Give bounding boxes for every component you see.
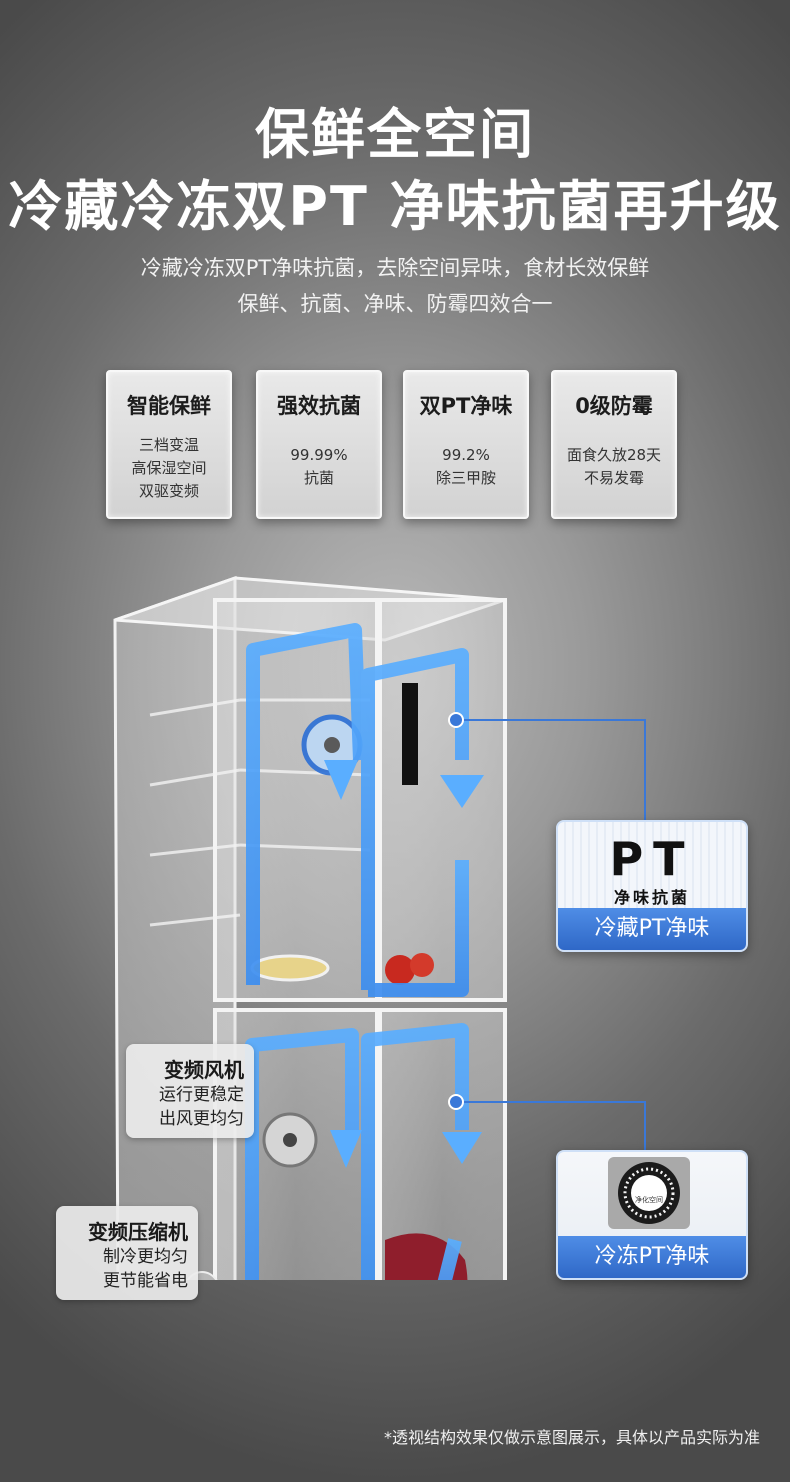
feature-title: 强效抗菌 [277, 394, 361, 418]
feature-line: 双驱变频 [138, 482, 199, 500]
fan-label-line: 出风更均匀 [159, 1109, 244, 1129]
freezer-pt-callout: 净化空间 冷冻PT净味 [556, 1150, 748, 1280]
feature-title: 双PT净味 [419, 394, 513, 418]
headline-line1: 保鲜全空间 [255, 103, 535, 166]
feature-card-fresh: 智能保鲜 三档变温 高保湿空间 双驱变频 [106, 370, 232, 519]
pt-filter-icon: 净化空间 [608, 1157, 690, 1229]
feature-line: 面食久放28天 [566, 446, 662, 464]
pt-module [402, 683, 418, 785]
fridge-lower-right-door [378, 1008, 507, 1280]
compressor-label: 变频压缩机 制冷更均匀 更节能省电 [56, 1206, 198, 1300]
feature-title: 0级防霉 [575, 394, 653, 418]
connector-lines [456, 719, 646, 1152]
connector-dot [448, 712, 464, 728]
subtitle-line1: 冷藏冷冻双PT净味抗菌，去除空间异味，食材长效保鲜 [140, 256, 650, 280]
compressor-label-title: 变频压缩机 [88, 1220, 188, 1244]
fan-label: 变频风机 运行更稳定 出风更均匀 [126, 1044, 254, 1138]
feature-card-antimold: 0级防霉 面食久放28天 不易发霉 [551, 370, 677, 519]
headline-line2: 冷藏冷冻双PT 净味抗菌再升级 [8, 175, 782, 238]
fan-label-title: 变频风机 [164, 1058, 244, 1082]
airflow-arrow [324, 760, 358, 800]
bowl [250, 954, 330, 982]
fan-label-line: 运行更稳定 [159, 1085, 244, 1105]
pt-tagline: 净味抗菌 [613, 888, 690, 907]
compressor-label-line: 制冷更均匀 [103, 1247, 188, 1267]
feature-line: 不易发霉 [583, 469, 644, 487]
tomato [385, 955, 415, 985]
feature-line: 99.99% [290, 446, 348, 464]
airflow-fridge [246, 623, 469, 997]
feature-title: 智能保鲜 [127, 394, 211, 418]
airflow-arrow [442, 1132, 482, 1164]
pt-logo: PT [609, 832, 695, 886]
fridge-upper-right-door [378, 598, 507, 1002]
connector-dot [448, 1094, 464, 1110]
footnote: *透视结构效果仅做示意图展示，具体以产品实际为准 [383, 1428, 760, 1447]
compressor-label-line: 更节能省电 [103, 1271, 188, 1291]
freezer-pt-label: 冷冻PT净味 [558, 1236, 746, 1278]
airflow-freezer [245, 1023, 469, 1280]
feature-line: 高保湿空间 [131, 459, 207, 477]
fridge-pt-label: 冷藏PT净味 [558, 908, 746, 950]
feature-line: 抗菌 [303, 469, 334, 487]
feature-line: 99.2% [442, 446, 490, 464]
airflow-arrow [330, 1130, 362, 1168]
feature-card-antibacterial: 强效抗菌 99.99% 抗菌 [256, 370, 382, 519]
feature-line: 除三甲胺 [435, 469, 496, 487]
feature-card-deodorize: 双PT净味 99.2% 除三甲胺 [403, 370, 529, 519]
fridge-pt-callout: PT 净味抗菌 冷藏PT净味 [556, 820, 748, 952]
shelves [149, 698, 371, 927]
tomato [410, 953, 434, 977]
subtitle-line2: 保鲜、抗菌、净味、防霉四效合一 [237, 292, 553, 316]
airflow-arrow [440, 775, 484, 808]
feature-line: 三档变温 [138, 436, 199, 454]
filter-text: 净化空间 [635, 1196, 663, 1204]
